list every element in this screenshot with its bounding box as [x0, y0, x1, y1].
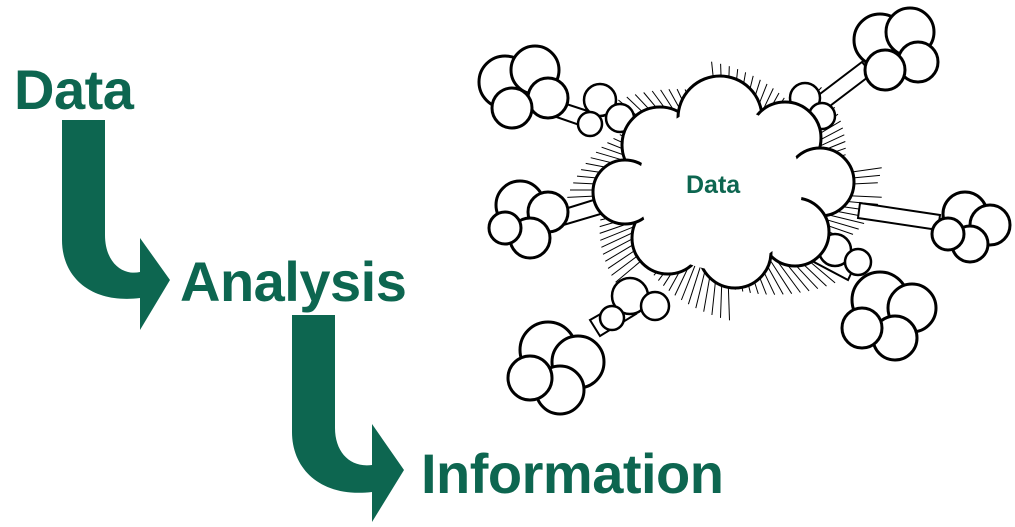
central-cloud-fill [638, 106, 802, 270]
puff-bottom-right [840, 270, 938, 362]
stream-right [856, 201, 942, 232]
burst-ray [768, 258, 793, 294]
flow-step-data: Data [14, 58, 134, 121]
exploding-cloud-illustration [477, 6, 1012, 416]
burst-ray [687, 265, 702, 305]
puff-top-left [477, 44, 570, 130]
cloud-center-label: Data [686, 171, 741, 199]
flow-step-analysis: Analysis [180, 250, 407, 313]
outer-puffs [477, 6, 1012, 416]
puff-bottom-left [506, 320, 606, 416]
puff-top-right [852, 6, 940, 92]
puff-left [487, 179, 570, 260]
arrow-data-to-analysis [62, 120, 170, 330]
burst-ray [680, 263, 697, 301]
flow-step-information: Information [421, 442, 724, 505]
arrow-analysis-to-information [292, 315, 404, 522]
puff-right [930, 190, 1012, 264]
